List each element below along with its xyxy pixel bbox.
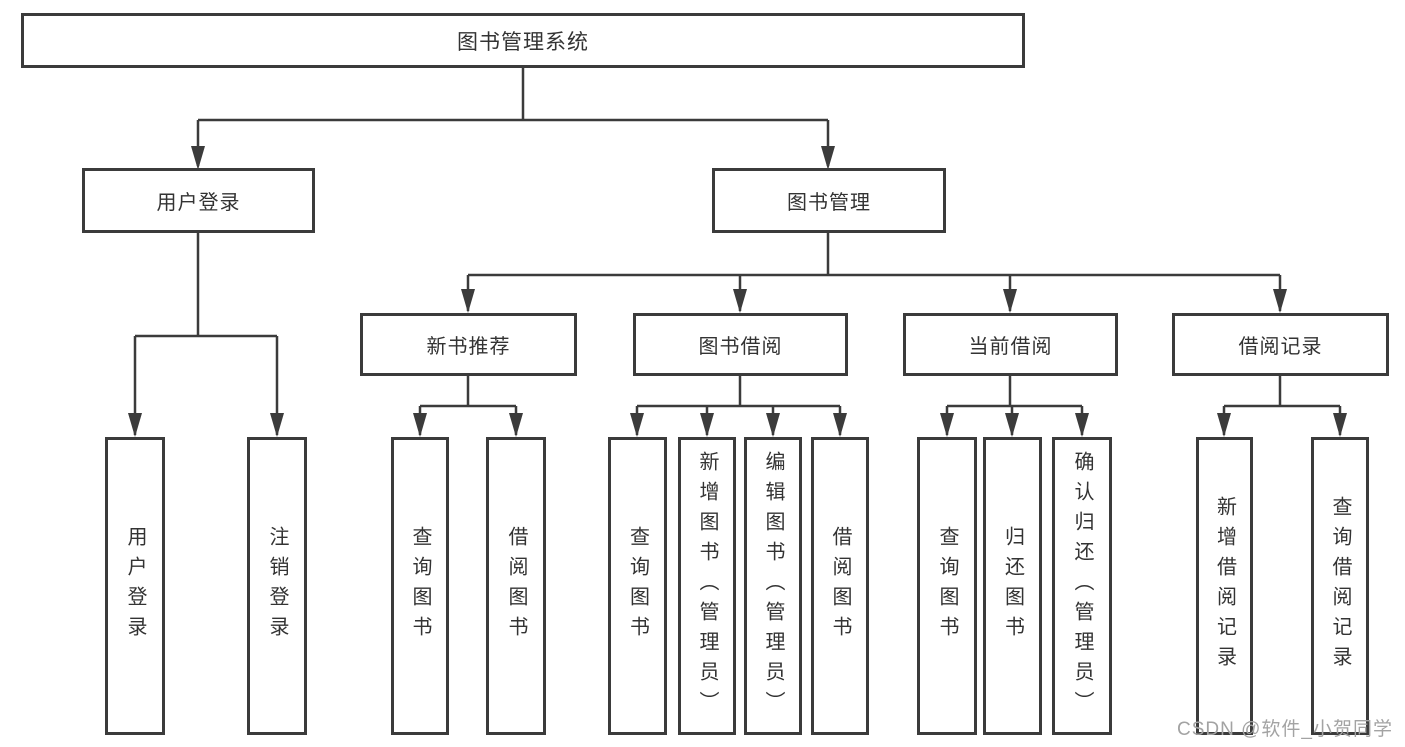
connector-lines — [133, 68, 1342, 435]
leaf-borrow-borrow-books: 借阅图书 — [811, 437, 869, 735]
leaf-borrow-query-books: 查询图书 — [608, 437, 667, 735]
node-book-management: 图书管理 — [712, 168, 946, 233]
leaf-label: 编辑图书（管理员） — [762, 451, 784, 721]
leaf-label: 归还图书 — [1001, 526, 1024, 646]
node-current-borrowing: 当前借阅 — [903, 313, 1118, 376]
leaf-label: 用户登录 — [124, 526, 146, 646]
node-user-login: 用户登录 — [82, 168, 315, 233]
leaf-label: 新增图书（管理员） — [696, 451, 718, 721]
node-label: 图书管理系统 — [457, 30, 589, 54]
node-borrowing-records: 借阅记录 — [1172, 313, 1389, 376]
leaf-label: 查询借阅记录 — [1329, 496, 1351, 676]
node-label: 当前借阅 — [968, 336, 1053, 358]
leaf-current-confirm-return-admin: 确认归还（管理员） — [1052, 437, 1112, 735]
leaf-label: 查询图书 — [626, 526, 649, 646]
leaf-label: 新增借阅记录 — [1213, 496, 1236, 676]
leaf-logout: 注销登录 — [247, 437, 307, 735]
csdn-watermark: CSDN @软件_小贺同学 — [1177, 719, 1393, 740]
node-library-management-system: 图书管理系统 — [21, 13, 1025, 68]
node-label: 用户登录 — [156, 192, 241, 214]
leaf-record-query-borrow-record: 查询借阅记录 — [1311, 437, 1369, 735]
leaf-borrow-add-books-admin: 新增图书（管理员） — [678, 437, 736, 735]
leaf-current-return-books: 归还图书 — [983, 437, 1042, 735]
leaf-label: 注销登录 — [266, 526, 288, 646]
leaf-user-login: 用户登录 — [105, 437, 165, 735]
leaf-label: 借阅图书 — [505, 526, 527, 646]
node-label: 借阅记录 — [1238, 336, 1323, 358]
node-label: 新书推荐 — [426, 336, 511, 358]
node-book-borrowing: 图书借阅 — [633, 313, 848, 376]
node-new-book-recommendation: 新书推荐 — [360, 313, 577, 376]
leaf-recommend-query-books: 查询图书 — [391, 437, 449, 735]
leaf-label: 查询图书 — [936, 526, 958, 646]
leaf-label: 借阅图书 — [829, 526, 851, 646]
leaf-borrow-edit-books-admin: 编辑图书（管理员） — [744, 437, 802, 735]
leaf-record-add-borrow-record: 新增借阅记录 — [1196, 437, 1253, 735]
node-label: 图书管理 — [787, 192, 871, 214]
leaf-label: 查询图书 — [409, 526, 431, 646]
leaf-recommend-borrow-books: 借阅图书 — [486, 437, 546, 735]
arrowhead-icons — [128, 146, 1347, 437]
leaf-label: 确认归还（管理员） — [1071, 451, 1093, 721]
node-label: 图书借阅 — [698, 336, 783, 358]
leaf-current-query-books: 查询图书 — [917, 437, 977, 735]
